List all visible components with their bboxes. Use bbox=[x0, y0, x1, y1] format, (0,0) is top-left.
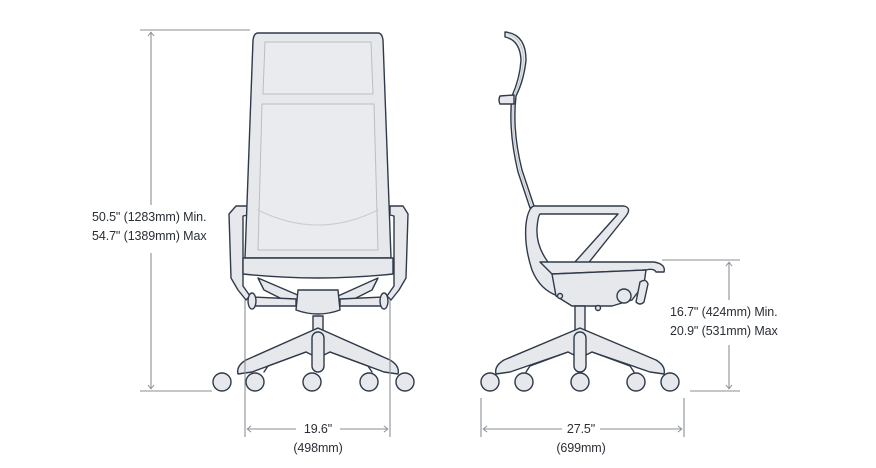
side-tilt-knob bbox=[616, 288, 632, 304]
front-caster-3 bbox=[302, 372, 322, 392]
side-backrest-frame bbox=[504, 31, 535, 209]
side-mechanism bbox=[551, 269, 647, 307]
front-caster-4 bbox=[359, 372, 379, 392]
front-caster-5 bbox=[395, 372, 415, 392]
front-headrest-panel bbox=[262, 41, 374, 95]
width-metric: (498mm) bbox=[293, 441, 343, 455]
front-mechanism-housing bbox=[295, 289, 341, 315]
front-right-lever-knob bbox=[379, 292, 389, 310]
side-base-center-leg bbox=[573, 331, 587, 373]
side-base-leg-left-inner bbox=[525, 351, 569, 373]
front-left-lever bbox=[251, 296, 297, 307]
seat-height-dimension bbox=[662, 259, 740, 392]
side-caster-2 bbox=[514, 372, 534, 392]
side-backrest-inner-line bbox=[507, 34, 533, 208]
front-back-panel bbox=[257, 103, 379, 251]
front-caster-1 bbox=[212, 372, 232, 392]
front-base-leg-right-inner bbox=[329, 351, 373, 373]
depth-metric: (699mm) bbox=[556, 441, 606, 455]
front-view-chair bbox=[212, 32, 415, 392]
seat-height-label: 16.7" (424mm) Min. 20.9" (531mm) Max bbox=[670, 303, 778, 341]
side-caster-4 bbox=[626, 372, 646, 392]
side-adjust-lever bbox=[635, 279, 649, 305]
front-right-armrest bbox=[386, 205, 409, 301]
depth-label: 27.5" (699mm) bbox=[551, 420, 611, 458]
side-view-chair bbox=[480, 31, 680, 392]
front-base-leg-left-inner bbox=[263, 351, 307, 373]
side-caster-5 bbox=[660, 372, 680, 392]
side-mechanism-bolt bbox=[556, 292, 564, 300]
side-mechanism-bolt-2 bbox=[594, 304, 602, 312]
side-caster-3 bbox=[570, 372, 590, 392]
width-dimension bbox=[244, 300, 391, 437]
overall-height-label: 50.5" (1283mm) Min. 54.7" (1389mm) Max bbox=[92, 208, 207, 246]
front-lumbar-line bbox=[257, 209, 379, 226]
front-left-lever-knob bbox=[247, 292, 257, 310]
seat-height-max: 20.9" (531mm) Max bbox=[670, 324, 778, 338]
width-imperial: 19.6" bbox=[303, 422, 333, 436]
front-base-center-leg bbox=[311, 331, 325, 373]
depth-dimension bbox=[480, 398, 685, 437]
front-caster-2 bbox=[245, 372, 265, 392]
overall-height-dimension bbox=[140, 29, 250, 392]
front-seat bbox=[242, 257, 394, 279]
overall-height-max: 54.7" (1389mm) Max bbox=[92, 229, 207, 243]
seat-height-min: 16.7" (424mm) Min. bbox=[670, 305, 778, 319]
side-headrest-knob bbox=[498, 94, 515, 105]
side-gas-cylinder bbox=[574, 305, 586, 331]
side-seat-cushion bbox=[539, 261, 665, 275]
overall-height-min: 50.5" (1283mm) Min. bbox=[92, 210, 207, 224]
front-right-lever bbox=[339, 296, 385, 307]
side-caster-1 bbox=[480, 372, 500, 392]
side-base-leg-right-inner bbox=[591, 351, 635, 373]
depth-imperial: 27.5" bbox=[566, 422, 596, 436]
width-label: 19.6" (498mm) bbox=[288, 420, 348, 458]
